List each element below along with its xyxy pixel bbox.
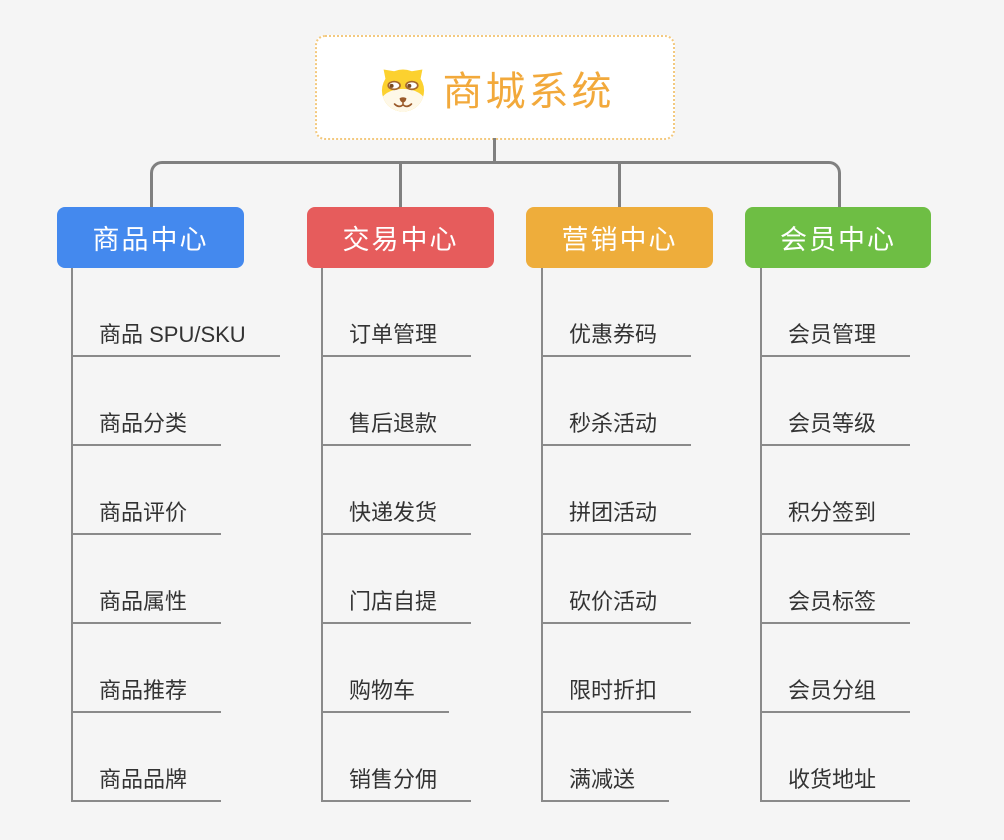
child-node-review[interactable]: 商品评价	[71, 499, 222, 535]
connector-drop-marketing	[618, 161, 621, 207]
child-node-member-tag[interactable]: 会员标签	[760, 588, 911, 624]
child-node-flash-sale[interactable]: 秒杀活动	[541, 410, 692, 446]
child-node-points-checkin[interactable]: 积分签到	[760, 499, 911, 535]
child-node-time-discount[interactable]: 限时折扣	[541, 677, 692, 713]
child-node-member-management[interactable]: 会员管理	[760, 321, 911, 357]
root-node[interactable]: 商城系统	[315, 35, 675, 140]
connector-corner-right	[818, 161, 841, 210]
branch-box-member-center[interactable]: 会员中心	[745, 207, 931, 268]
child-node-group-buy[interactable]: 拼团活动	[541, 499, 692, 535]
child-node-attribute[interactable]: 商品属性	[71, 588, 222, 624]
child-node-shipping[interactable]: 快递发货	[321, 499, 472, 535]
branch-box-marketing-center[interactable]: 营销中心	[526, 207, 713, 268]
spine-product-center	[71, 268, 73, 802]
child-node-bargain[interactable]: 砍价活动	[541, 588, 692, 624]
spine-marketing-center	[541, 268, 543, 802]
child-node-coupon[interactable]: 优惠券码	[541, 321, 692, 357]
child-node-brand[interactable]: 商品品牌	[71, 766, 222, 802]
connector-corner-left	[150, 161, 173, 210]
child-node-full-reduction[interactable]: 满减送	[541, 766, 670, 802]
child-node-commission[interactable]: 销售分佣	[321, 766, 472, 802]
child-node-cart[interactable]: 购物车	[321, 677, 450, 713]
child-node-recommend[interactable]: 商品推荐	[71, 677, 222, 713]
spine-member-center	[760, 268, 762, 802]
connector-root-drop	[493, 138, 496, 163]
spine-trade-center	[321, 268, 323, 802]
child-node-order-management[interactable]: 订单管理	[321, 321, 472, 357]
child-node-refund[interactable]: 售后退款	[321, 410, 472, 446]
root-title: 商城系统	[442, 69, 615, 114]
connector-bus	[166, 161, 822, 164]
branch-box-trade-center[interactable]: 交易中心	[307, 207, 494, 268]
child-node-member-level[interactable]: 会员等级	[760, 410, 911, 446]
child-node-category[interactable]: 商品分类	[71, 410, 222, 446]
child-node-store-pickup[interactable]: 门店自提	[321, 588, 472, 624]
connector-drop-trade	[399, 161, 402, 207]
child-node-member-group[interactable]: 会员分组	[760, 677, 911, 713]
branch-box-product-center[interactable]: 商品中心	[57, 207, 244, 268]
child-node-spu-sku[interactable]: 商品 SPU/SKU	[71, 321, 280, 357]
dog-face-icon	[381, 68, 424, 112]
child-node-shipping-address[interactable]: 收货地址	[760, 766, 911, 802]
